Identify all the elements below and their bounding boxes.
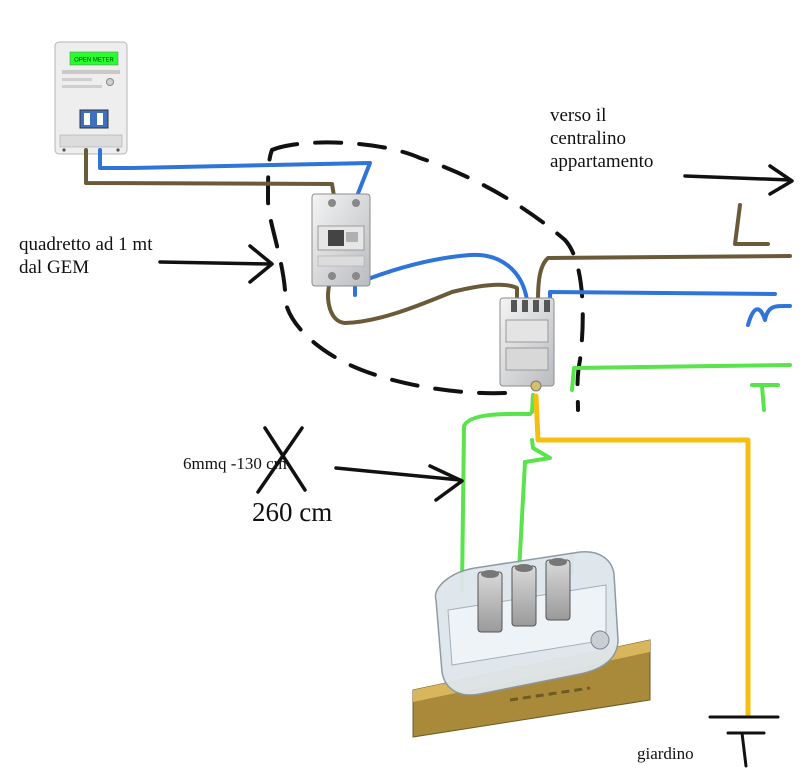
arrow-to-appartamento bbox=[683, 174, 792, 182]
rcd-breaker-icon bbox=[311, 193, 371, 287]
label-verso: verso il centralino appartamento bbox=[550, 104, 653, 173]
ground-symbol-icon bbox=[708, 715, 780, 768]
label-verso-line1: verso il bbox=[550, 105, 607, 126]
cross-out-mark bbox=[256, 426, 307, 494]
electric-meter-icon: OPEN METER bbox=[54, 41, 128, 155]
circuit-breaker-icon bbox=[499, 297, 555, 392]
earth-wires bbox=[460, 363, 792, 592]
label-verso-line3: appartamento bbox=[550, 151, 654, 172]
label-cable-old: 6mmq -130 cm bbox=[183, 454, 287, 473]
neutral-wires bbox=[98, 148, 792, 327]
terminal-block-icon bbox=[412, 551, 651, 738]
arrow-to-cable bbox=[334, 466, 462, 482]
label-cable-new: 260 cm bbox=[252, 497, 333, 527]
label-quadretto-line2: dal GEM bbox=[19, 257, 90, 278]
label-quadretto-line1: quadretto ad 1 mt bbox=[19, 234, 153, 255]
label-giardino: giardino bbox=[637, 744, 694, 763]
label-verso-line2: centralino bbox=[550, 128, 626, 149]
label-quadretto: quadretto ad 1 mt dal GEM bbox=[19, 233, 153, 279]
earth-yellow-wire bbox=[533, 393, 751, 719]
dashed-enclosure bbox=[265, 140, 585, 412]
meter-display-text: OPEN METER bbox=[74, 58, 114, 64]
phase-wires bbox=[84, 148, 792, 325]
arrow-to-quadretto bbox=[158, 260, 272, 266]
arrows bbox=[158, 164, 794, 502]
